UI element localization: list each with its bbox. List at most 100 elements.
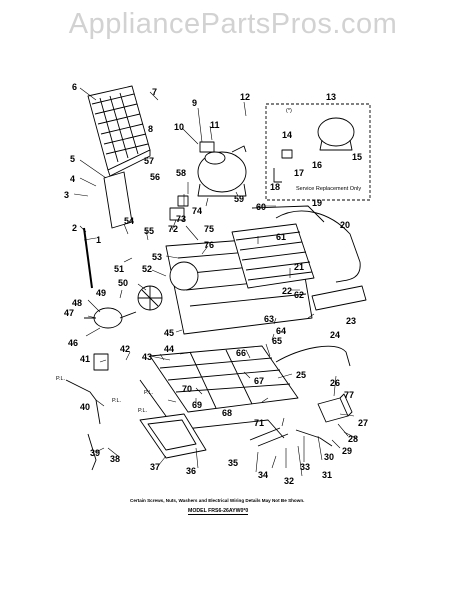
relay [199,141,215,153]
callout-74: 74 [192,206,202,216]
callout-2: 2 [72,223,77,233]
callout-8: 8 [148,124,153,134]
pl-label: P.L. [144,390,154,396]
drain-trough [311,285,367,311]
connector-block [93,353,109,371]
inset-label: Service Replacement Only [296,186,361,192]
side-rail [83,227,93,289]
callout-46: 46 [68,338,78,348]
discharge-tube [275,210,361,283]
callout-27: 27 [358,418,368,428]
callout-61: 61 [276,232,286,242]
cord [65,379,101,471]
callout-69: 69 [192,400,202,410]
callout-68: 68 [222,408,232,418]
callout-4: 4 [70,174,75,184]
drip-tray [139,413,207,459]
inset-tag: (*) [286,108,292,114]
callout-30: 30 [324,452,334,462]
callout-42: 42 [120,344,130,354]
callout-32: 32 [284,476,294,486]
callout-7: 7 [152,87,157,97]
callout-20: 20 [340,220,350,230]
pl-label: P.L. [56,376,66,382]
callout-29: 29 [342,446,352,456]
callout-25: 25 [296,370,306,380]
callout-38: 38 [110,454,120,464]
overload [177,195,189,207]
condenser-coil [87,85,151,177]
condenser-bracket [103,171,133,229]
callout-49: 49 [96,288,106,298]
leader-lines [73,87,357,477]
callout-13: 13 [326,92,336,102]
evaporator-coil [231,223,315,289]
rail-left [139,379,285,439]
callout-1: 1 [96,235,101,245]
control-box [317,393,353,423]
callout-16: 16 [312,160,322,170]
callout-50: 50 [118,278,128,288]
callout-55: 55 [144,226,154,236]
callout-56: 56 [150,172,160,182]
callout-11: 11 [210,120,220,130]
callout-33: 33 [300,462,310,472]
callout-57: 57 [144,156,154,166]
callout-26: 26 [330,378,340,388]
model-label: MODEL FRS6-26AYW0*0 [188,508,249,515]
callout-43: 43 [142,352,152,362]
callout-45: 45 [164,328,174,338]
inset-relay [281,149,293,159]
callout-22: 22 [282,286,292,296]
callout-63: 63 [264,314,274,324]
callout-34: 34 [258,470,268,480]
footnote: Certain Screws, Nuts, Washers and Electr… [130,498,305,503]
callout-41: 41 [80,354,90,364]
callout-14: 14 [282,130,292,140]
callout-19: 19 [312,198,322,208]
callout-10: 10 [174,122,184,132]
callout-48: 48 [72,298,82,308]
callout-58: 58 [176,168,186,178]
watermark: AppliancePartsPros.com [68,8,398,40]
callout-72: 72 [168,224,178,234]
callout-51: 51 [114,264,124,274]
callout-39: 39 [90,448,100,458]
callout-17: 17 [294,168,304,178]
cover [169,207,185,221]
pl-label: P.L. [112,398,122,404]
callout-37: 37 [150,462,160,472]
callout-52: 52 [142,264,152,274]
tube-segment [249,427,289,447]
callout-40: 40 [80,402,90,412]
callout-53: 53 [152,252,162,262]
callout-5: 5 [70,154,75,164]
callout-66: 66 [236,348,246,358]
callout-65: 65 [272,336,282,346]
pl-label: P.L. [138,408,148,414]
callout-62: 62 [294,290,304,300]
callout-70: 70 [182,384,192,394]
compressor [197,145,247,197]
fan-shroud [169,261,199,291]
callout-59: 59 [234,194,244,204]
callout-47: 47 [64,308,74,318]
callout-3: 3 [64,190,69,200]
callout-28: 28 [348,434,358,444]
callout-36: 36 [186,466,196,476]
callout-77: 77 [344,390,354,400]
callout-64: 64 [276,326,286,336]
suction-line [251,205,325,223]
callout-15: 15 [352,152,362,162]
callout-23: 23 [346,316,356,326]
callout-6: 6 [72,82,77,92]
pl-labels: P.L. P.L. P.L. P.L. [56,376,154,414]
callout-67: 67 [254,376,264,386]
callout-12: 12 [240,92,250,102]
callout-9: 9 [192,98,197,108]
fan-motor [84,307,137,329]
callout-75: 75 [204,224,214,234]
callout-18: 18 [270,182,280,192]
callout-numbers: 1 2 3 4 5 6 7 8 9 10 11 12 13 14 15 16 1… [64,82,368,486]
